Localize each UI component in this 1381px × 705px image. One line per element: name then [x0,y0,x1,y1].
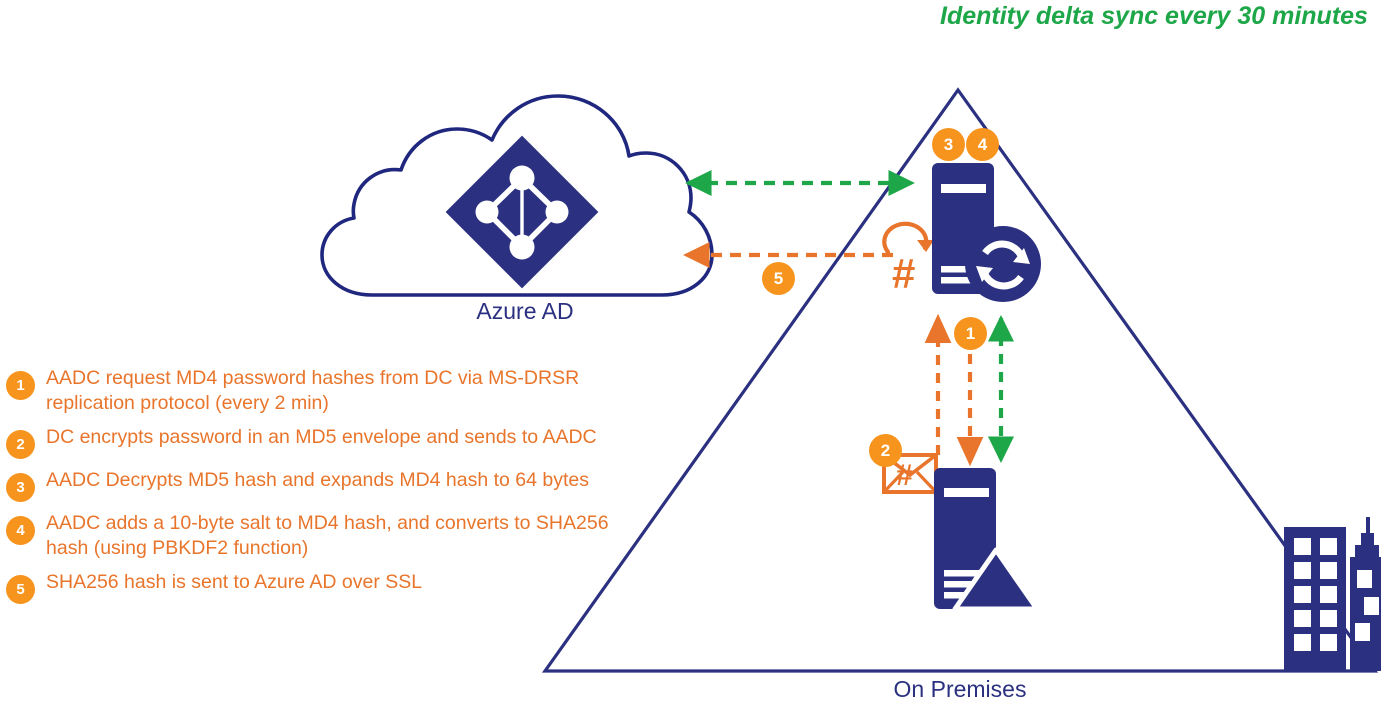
legend-text-5: SHA256 hash is sent to Azure AD over SSL [46,571,423,593]
legend-item: 2 DC encrypts password in an MD5 envelop… [0,425,620,459]
on-premises-label: On Premises [893,676,1027,702]
canvas-badge-4: 4 [966,128,999,161]
envelope-hash-icon: # [882,453,938,494]
sync-circle-icon [965,226,1041,302]
header-note: Identity delta sync every 30 minutes [940,2,1368,30]
legend-list: 1 AADC request MD4 password hashes from … [0,366,620,613]
legend-text-3: AADC Decrypts MD5 hash and expands MD4 h… [46,469,590,491]
loop-arrow-icon [882,221,934,255]
legend-badge-5: 5 [6,575,35,604]
legend-item: 3 AADC Decrypts MD5 hash and expands MD4… [0,468,620,502]
legend-badge-2: 2 [6,430,35,459]
legend-badge-3: 3 [6,473,35,502]
canvas-badge-1: 1 [954,317,987,350]
canvas-badge-2: 2 [869,434,902,467]
canvas-badge-3: 3 [932,128,965,161]
legend-text-4: AADC adds a 10-byte salt to MD4 hash, an… [46,512,609,559]
office-buildings-icon [1284,517,1381,671]
legend-item: 4 AADC adds a 10-byte salt to MD4 hash, … [0,511,620,561]
hash-icon: # [892,250,915,297]
legend-badge-4: 4 [6,516,35,545]
legend-item: 1 AADC request MD4 password hashes from … [0,366,620,416]
svg-text:#: # [896,459,913,492]
on-premises-triangle-boundary [541,87,1379,673]
svg-text:#: # [892,250,915,297]
canvas-badge-5: 5 [762,262,795,295]
active-directory-triangle-icon [952,547,1040,612]
legend-badge-1: 1 [6,371,35,400]
legend-text-1: AADC request MD4 password hashes from DC… [46,367,580,414]
legend-item: 5 SHA256 hash is sent to Azure AD over S… [0,570,620,604]
azure-ad-diamond-icon [445,135,599,289]
azure-ad-label: Azure AD [476,298,574,324]
legend-text-2: DC encrypts password in an MD5 envelope … [46,426,597,448]
